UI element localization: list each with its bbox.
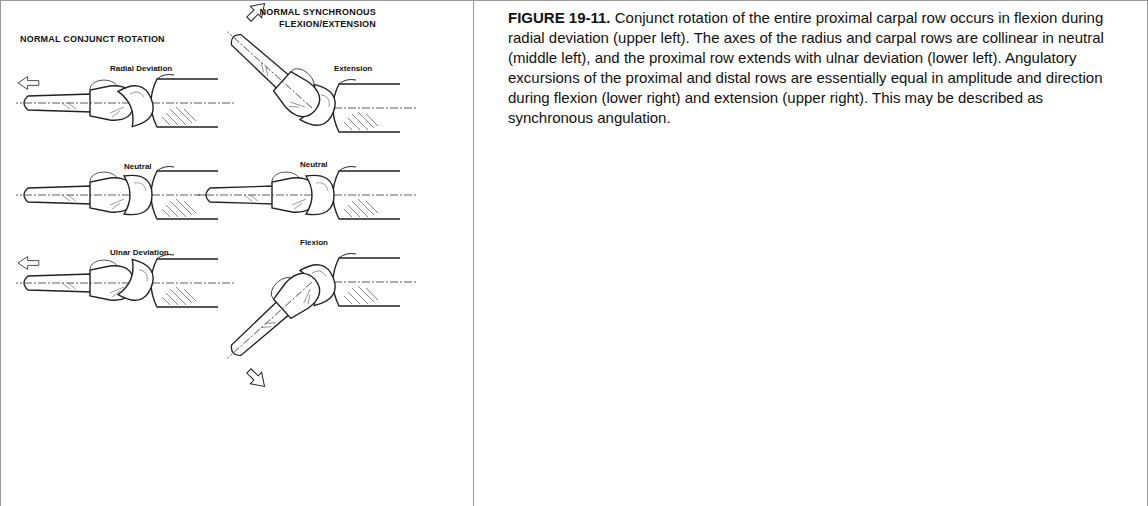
neutral-wrist <box>198 167 418 220</box>
position-label: Flexion <box>300 238 328 247</box>
frame-line <box>0 0 1148 1</box>
radial-deviation-wrist <box>16 75 236 128</box>
column-heading: NORMAL SYNCHRONOUS FLEXION/EXTENSION <box>258 6 376 30</box>
figure-title: FIGURE 19-11. <box>508 9 611 26</box>
position-label: Neutral <box>300 160 328 169</box>
panel-divider <box>473 0 474 506</box>
position-label: Extension <box>334 64 372 73</box>
position-label: Radial Deviation <box>110 64 172 73</box>
frame-line <box>0 0 1 506</box>
neutral-wrist <box>16 167 236 220</box>
extension-wrist <box>216 0 418 132</box>
column-heading: NORMAL CONJUNCT ROTATION <box>20 34 165 44</box>
position-label: Ulnar Deviation <box>110 248 169 257</box>
ulnar-deviation-wrist <box>16 255 236 308</box>
motion-arrow <box>243 365 270 392</box>
frame-line <box>1147 0 1148 506</box>
position-label: Neutral <box>124 162 152 171</box>
caption-paragraph: FIGURE 19-11. Conjunct rotation of the e… <box>508 8 1106 128</box>
flexion-wrist <box>212 254 418 393</box>
figure-caption: Conjunct rotation of the entire proximal… <box>508 9 1104 126</box>
